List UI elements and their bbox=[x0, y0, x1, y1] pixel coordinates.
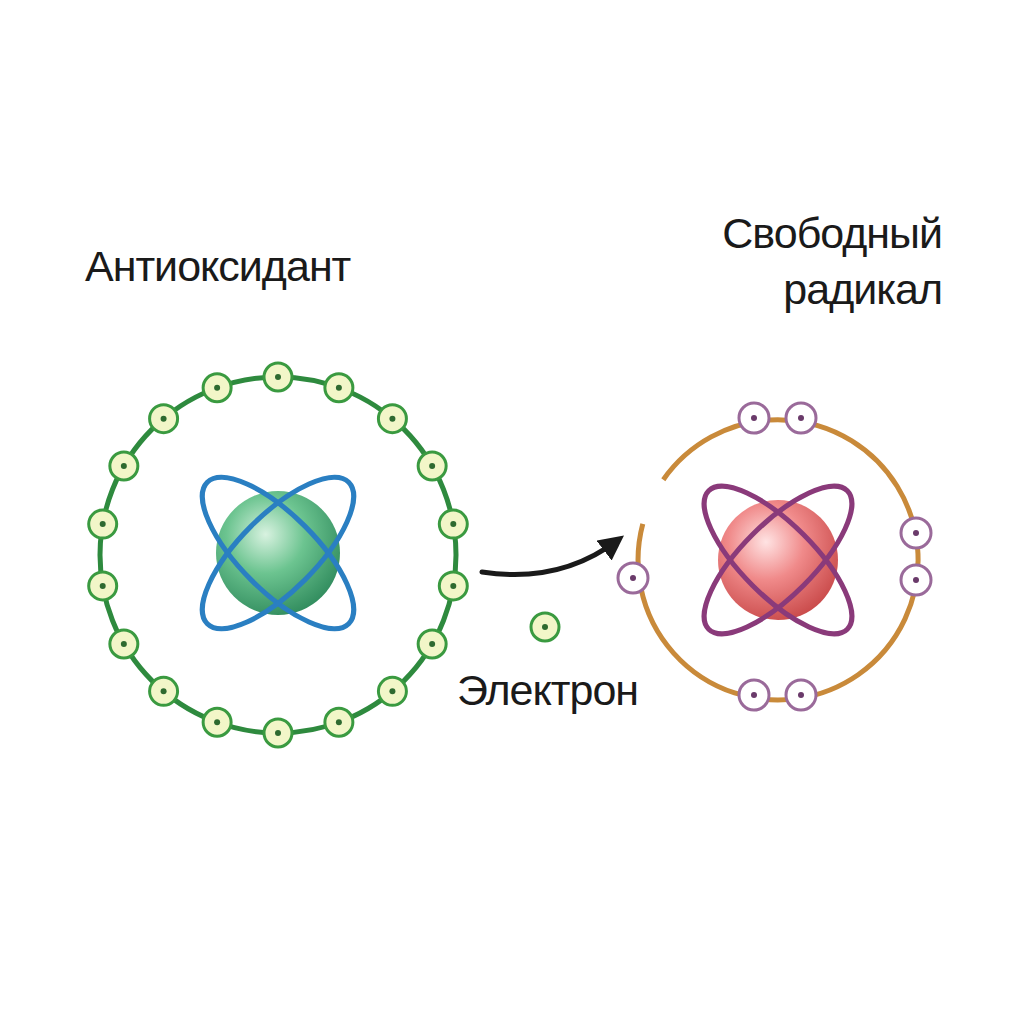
node-title: Свободный радикал bbox=[692, 205, 942, 317]
electron bbox=[739, 680, 769, 710]
electron-core bbox=[450, 583, 456, 589]
electron bbox=[110, 452, 138, 480]
electron bbox=[439, 510, 467, 538]
electron-core bbox=[751, 692, 757, 698]
node-title: Антиоксидант bbox=[85, 238, 470, 294]
electron bbox=[203, 374, 231, 402]
electron bbox=[618, 563, 648, 593]
electron bbox=[378, 677, 406, 705]
electron-core bbox=[336, 719, 342, 725]
electron bbox=[378, 405, 406, 433]
electron-core bbox=[275, 374, 281, 380]
electron-core bbox=[389, 688, 395, 694]
electron bbox=[203, 708, 231, 736]
electron bbox=[325, 374, 353, 402]
electron-core bbox=[214, 385, 220, 391]
electron bbox=[89, 510, 117, 538]
antioxidant-atom bbox=[89, 363, 468, 747]
electron-core bbox=[161, 688, 167, 694]
electron-core bbox=[275, 730, 281, 736]
electron-core bbox=[630, 575, 636, 581]
electron bbox=[439, 572, 467, 600]
electron-core bbox=[913, 530, 919, 536]
electron-core bbox=[161, 416, 167, 422]
free-radical-node: Свободный радикал bbox=[612, 205, 942, 735]
electron bbox=[264, 719, 292, 747]
electron-label: Электрон bbox=[457, 662, 638, 718]
electron-core bbox=[121, 641, 127, 647]
electron-core bbox=[913, 577, 919, 583]
electron-core bbox=[798, 692, 804, 698]
electron bbox=[150, 677, 178, 705]
electron-core bbox=[121, 463, 127, 469]
electron bbox=[786, 403, 816, 433]
electron-core bbox=[389, 416, 395, 422]
electron bbox=[110, 630, 138, 658]
electron bbox=[418, 630, 446, 658]
electron-core bbox=[100, 583, 106, 589]
electron bbox=[89, 572, 117, 600]
electron bbox=[786, 680, 816, 710]
electron bbox=[150, 405, 178, 433]
antioxidant-node: Антиоксидант bbox=[85, 238, 470, 738]
electron-core bbox=[214, 719, 220, 725]
free-radical-atom bbox=[618, 403, 931, 710]
electron-core bbox=[336, 385, 342, 391]
electron-core bbox=[429, 641, 435, 647]
electron bbox=[418, 452, 446, 480]
electron-core bbox=[751, 415, 757, 421]
electron-core bbox=[429, 463, 435, 469]
transfer-arrow bbox=[482, 540, 618, 575]
electron bbox=[901, 565, 931, 595]
electron bbox=[901, 518, 931, 548]
electron bbox=[325, 708, 353, 736]
electron-core bbox=[450, 521, 456, 527]
electron bbox=[264, 363, 292, 391]
electron-core bbox=[798, 415, 804, 421]
electron bbox=[739, 403, 769, 433]
electron bbox=[531, 613, 559, 641]
electron-core bbox=[100, 521, 106, 527]
